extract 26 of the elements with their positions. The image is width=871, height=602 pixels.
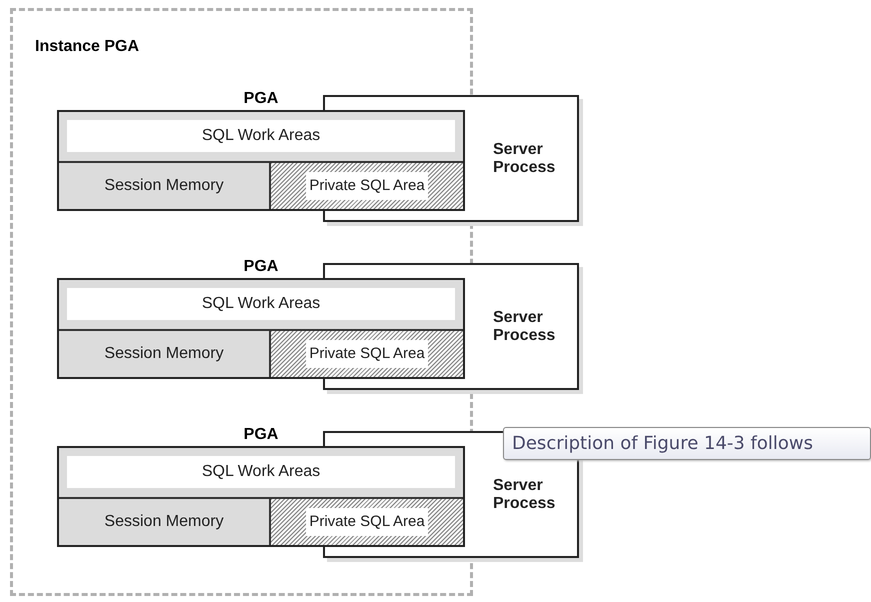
server-process-label: Server Process <box>493 476 556 512</box>
session-memory-box <box>59 497 271 545</box>
pga-heading: PGA <box>244 89 278 109</box>
server-process-label: Server Process <box>493 140 556 176</box>
private-area-box <box>271 329 463 377</box>
work-area-label: SQL Work Areas <box>202 126 320 146</box>
session-memory-box <box>59 329 271 377</box>
description-tooltip: Description of Figure 14-3 follows <box>503 427 871 460</box>
session-memory-label: Session Memory <box>104 512 224 532</box>
session-memory-label: Session Memory <box>104 176 224 196</box>
work-area-label: SQL Work Areas <box>202 294 320 314</box>
pga-heading: PGA <box>244 257 278 277</box>
session-memory-box <box>59 161 271 209</box>
private-area-label: Private SQL Area <box>309 345 425 362</box>
work-area-box <box>67 456 455 488</box>
instance-heading: Instance PGA <box>35 37 140 57</box>
pga-heading: PGA <box>244 425 278 445</box>
private-area-box <box>271 161 463 209</box>
private-area-label: Private SQL Area <box>309 177 425 194</box>
work-area-box <box>67 120 455 152</box>
private-area-box <box>271 497 463 545</box>
session-memory-label: Session Memory <box>104 344 224 364</box>
server-process-label: Server Process <box>493 308 556 344</box>
work-area-label: SQL Work Areas <box>202 462 320 482</box>
work-area-box <box>67 288 455 320</box>
private-area-label: Private SQL Area <box>309 513 425 530</box>
